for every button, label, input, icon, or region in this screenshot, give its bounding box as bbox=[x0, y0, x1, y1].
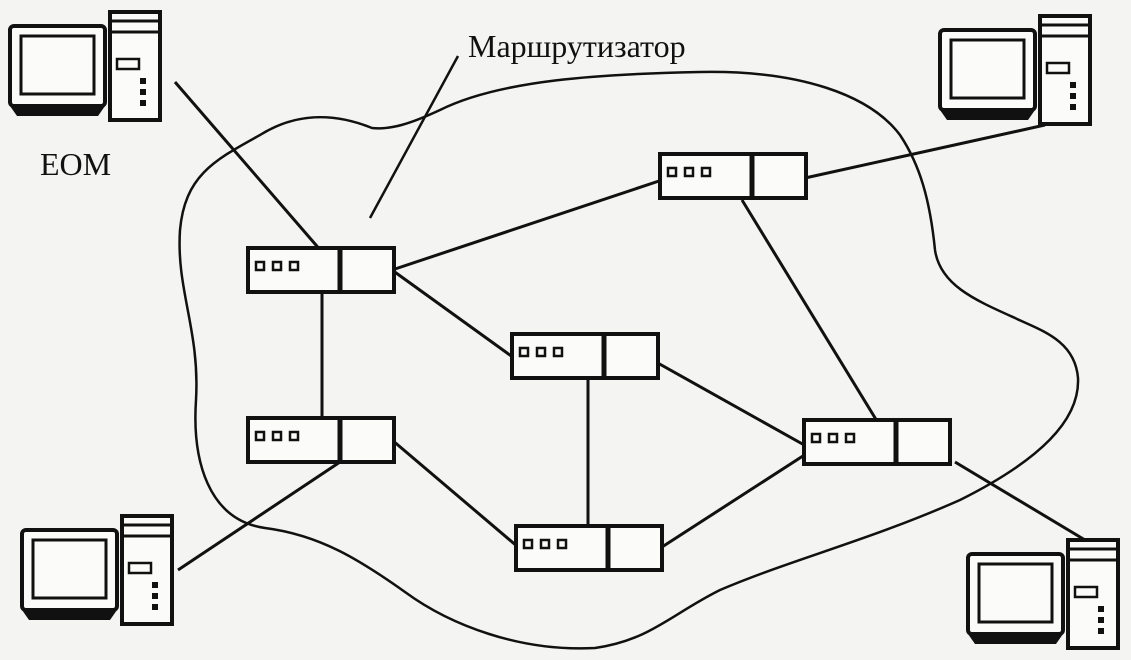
link-r2-pctr bbox=[804, 123, 1046, 180]
link-r4-r6 bbox=[655, 360, 807, 448]
router-icon-2 bbox=[660, 154, 806, 198]
router-icon-5 bbox=[516, 526, 662, 570]
network-links bbox=[173, 81, 1111, 572]
link-r3-r5 bbox=[391, 438, 519, 549]
link-r3-pcbl bbox=[177, 460, 341, 572]
router-icon-3 bbox=[248, 418, 394, 462]
computer-label: ЕОМ bbox=[40, 146, 112, 182]
router-icon-1 bbox=[248, 248, 394, 292]
network-cloud-boundary bbox=[178, 70, 1080, 650]
link-r1-r2 bbox=[391, 178, 663, 272]
computer-icon-bottom-left bbox=[20, 514, 174, 626]
computer-icon-top-right bbox=[938, 14, 1092, 126]
computer-icon-top-left bbox=[8, 10, 162, 122]
link-pc-tl-r1 bbox=[173, 81, 324, 253]
router-callout-line bbox=[368, 55, 460, 219]
router-label: Маршрутизатор bbox=[468, 28, 686, 64]
link-r2-r6 bbox=[740, 199, 882, 427]
link-r5-r6 bbox=[661, 452, 807, 549]
router-icon-4 bbox=[512, 334, 658, 378]
router-icon-6 bbox=[804, 420, 950, 464]
link-r1-r4 bbox=[391, 268, 515, 360]
computer-icon-bottom-right bbox=[966, 538, 1120, 650]
